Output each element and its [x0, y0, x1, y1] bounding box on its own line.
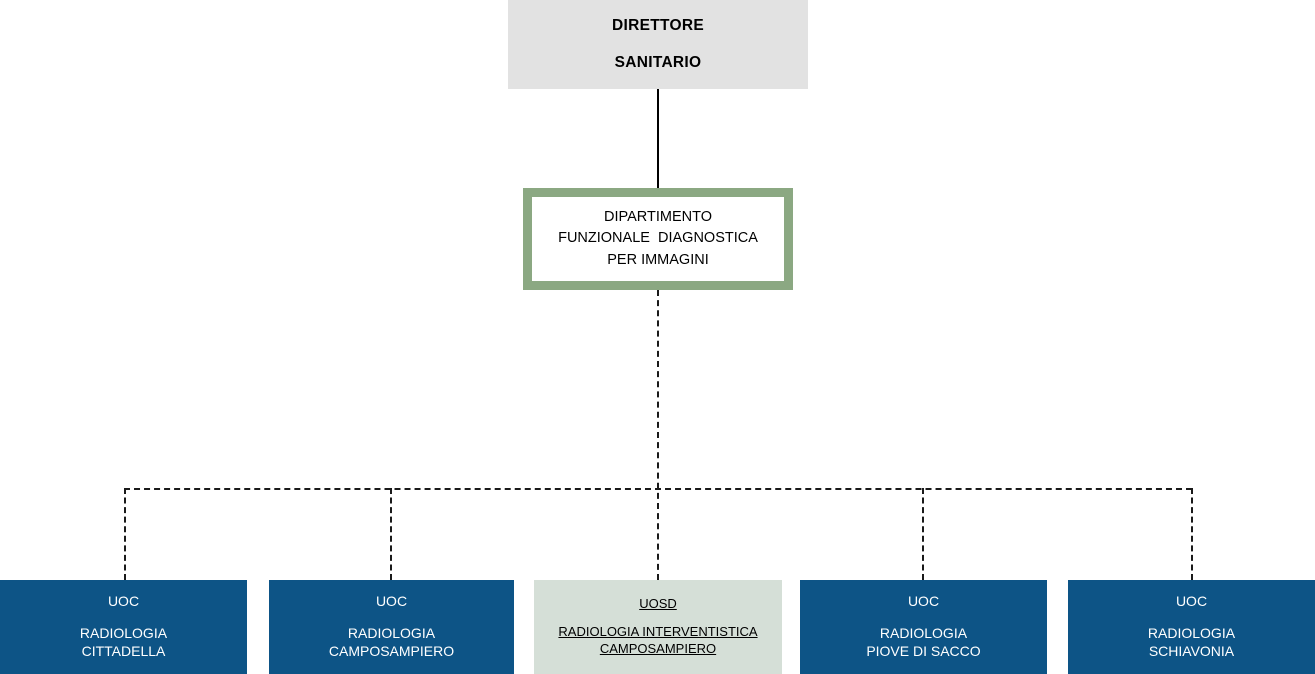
connector-department-trunk-dashed — [657, 290, 659, 580]
unit-5-type: UOC — [1175, 592, 1208, 609]
unit-3-type: UOSD — [639, 596, 677, 612]
node-uoc-radiologia-piove-di-sacco[interactable]: UOC RADIOLOGIA PIOVE DI SACCO — [800, 580, 1047, 674]
node-uoc-radiologia-schiavonia[interactable]: UOC RADIOLOGIA SCHIAVONIA — [1068, 580, 1315, 674]
node-dipartimento-diagnostica-immagini[interactable]: DIPARTIMENTO FUNZIONALE DIAGNOSTICA PER … — [523, 188, 793, 290]
dipartimento-line-2: FUNZIONALE DIAGNOSTICA — [558, 230, 758, 247]
unit-2-name: RADIOLOGIA CAMPOSAMPIERO — [328, 624, 455, 660]
unit-4-name: RADIOLOGIA PIOVE DI SACCO — [866, 624, 981, 660]
connector-drop-unit-4-dashed — [922, 488, 924, 580]
connector-horizontal-bus-dashed — [124, 488, 1192, 490]
dipartimento-line-3: PER IMMAGINI — [607, 251, 709, 268]
connector-drop-unit-5-dashed — [1191, 488, 1193, 580]
direttore-line-2: SANITARIO — [614, 53, 702, 71]
direttore-line-1: DIRETTORE — [612, 17, 704, 35]
node-uoc-radiologia-camposampiero[interactable]: UOC RADIOLOGIA CAMPOSAMPIERO — [269, 580, 514, 674]
node-uosd-radiologia-interventistica-camposampiero[interactable]: UOSD RADIOLOGIA INTERVENTISTICA CAMPOSAM… — [534, 580, 782, 674]
dipartimento-line-1: DIPARTIMENTO — [604, 209, 712, 226]
unit-3-name: RADIOLOGIA INTERVENTISTICA CAMPOSAMPIERO — [558, 623, 758, 657]
connector-drop-unit-1-dashed — [124, 488, 126, 580]
unit-1-type: UOC — [107, 592, 140, 609]
connector-drop-unit-2-dashed — [390, 488, 392, 580]
unit-1-name: RADIOLOGIA CITTADELLA — [79, 624, 168, 660]
node-direttore-sanitario[interactable]: DIRETTORE SANITARIO — [508, 0, 808, 89]
connector-director-to-department — [657, 89, 659, 189]
unit-5-name: RADIOLOGIA SCHIAVONIA — [1147, 624, 1236, 660]
unit-4-type: UOC — [907, 592, 940, 609]
unit-2-type: UOC — [375, 592, 408, 609]
node-uoc-radiologia-cittadella[interactable]: UOC RADIOLOGIA CITTADELLA — [0, 580, 247, 674]
